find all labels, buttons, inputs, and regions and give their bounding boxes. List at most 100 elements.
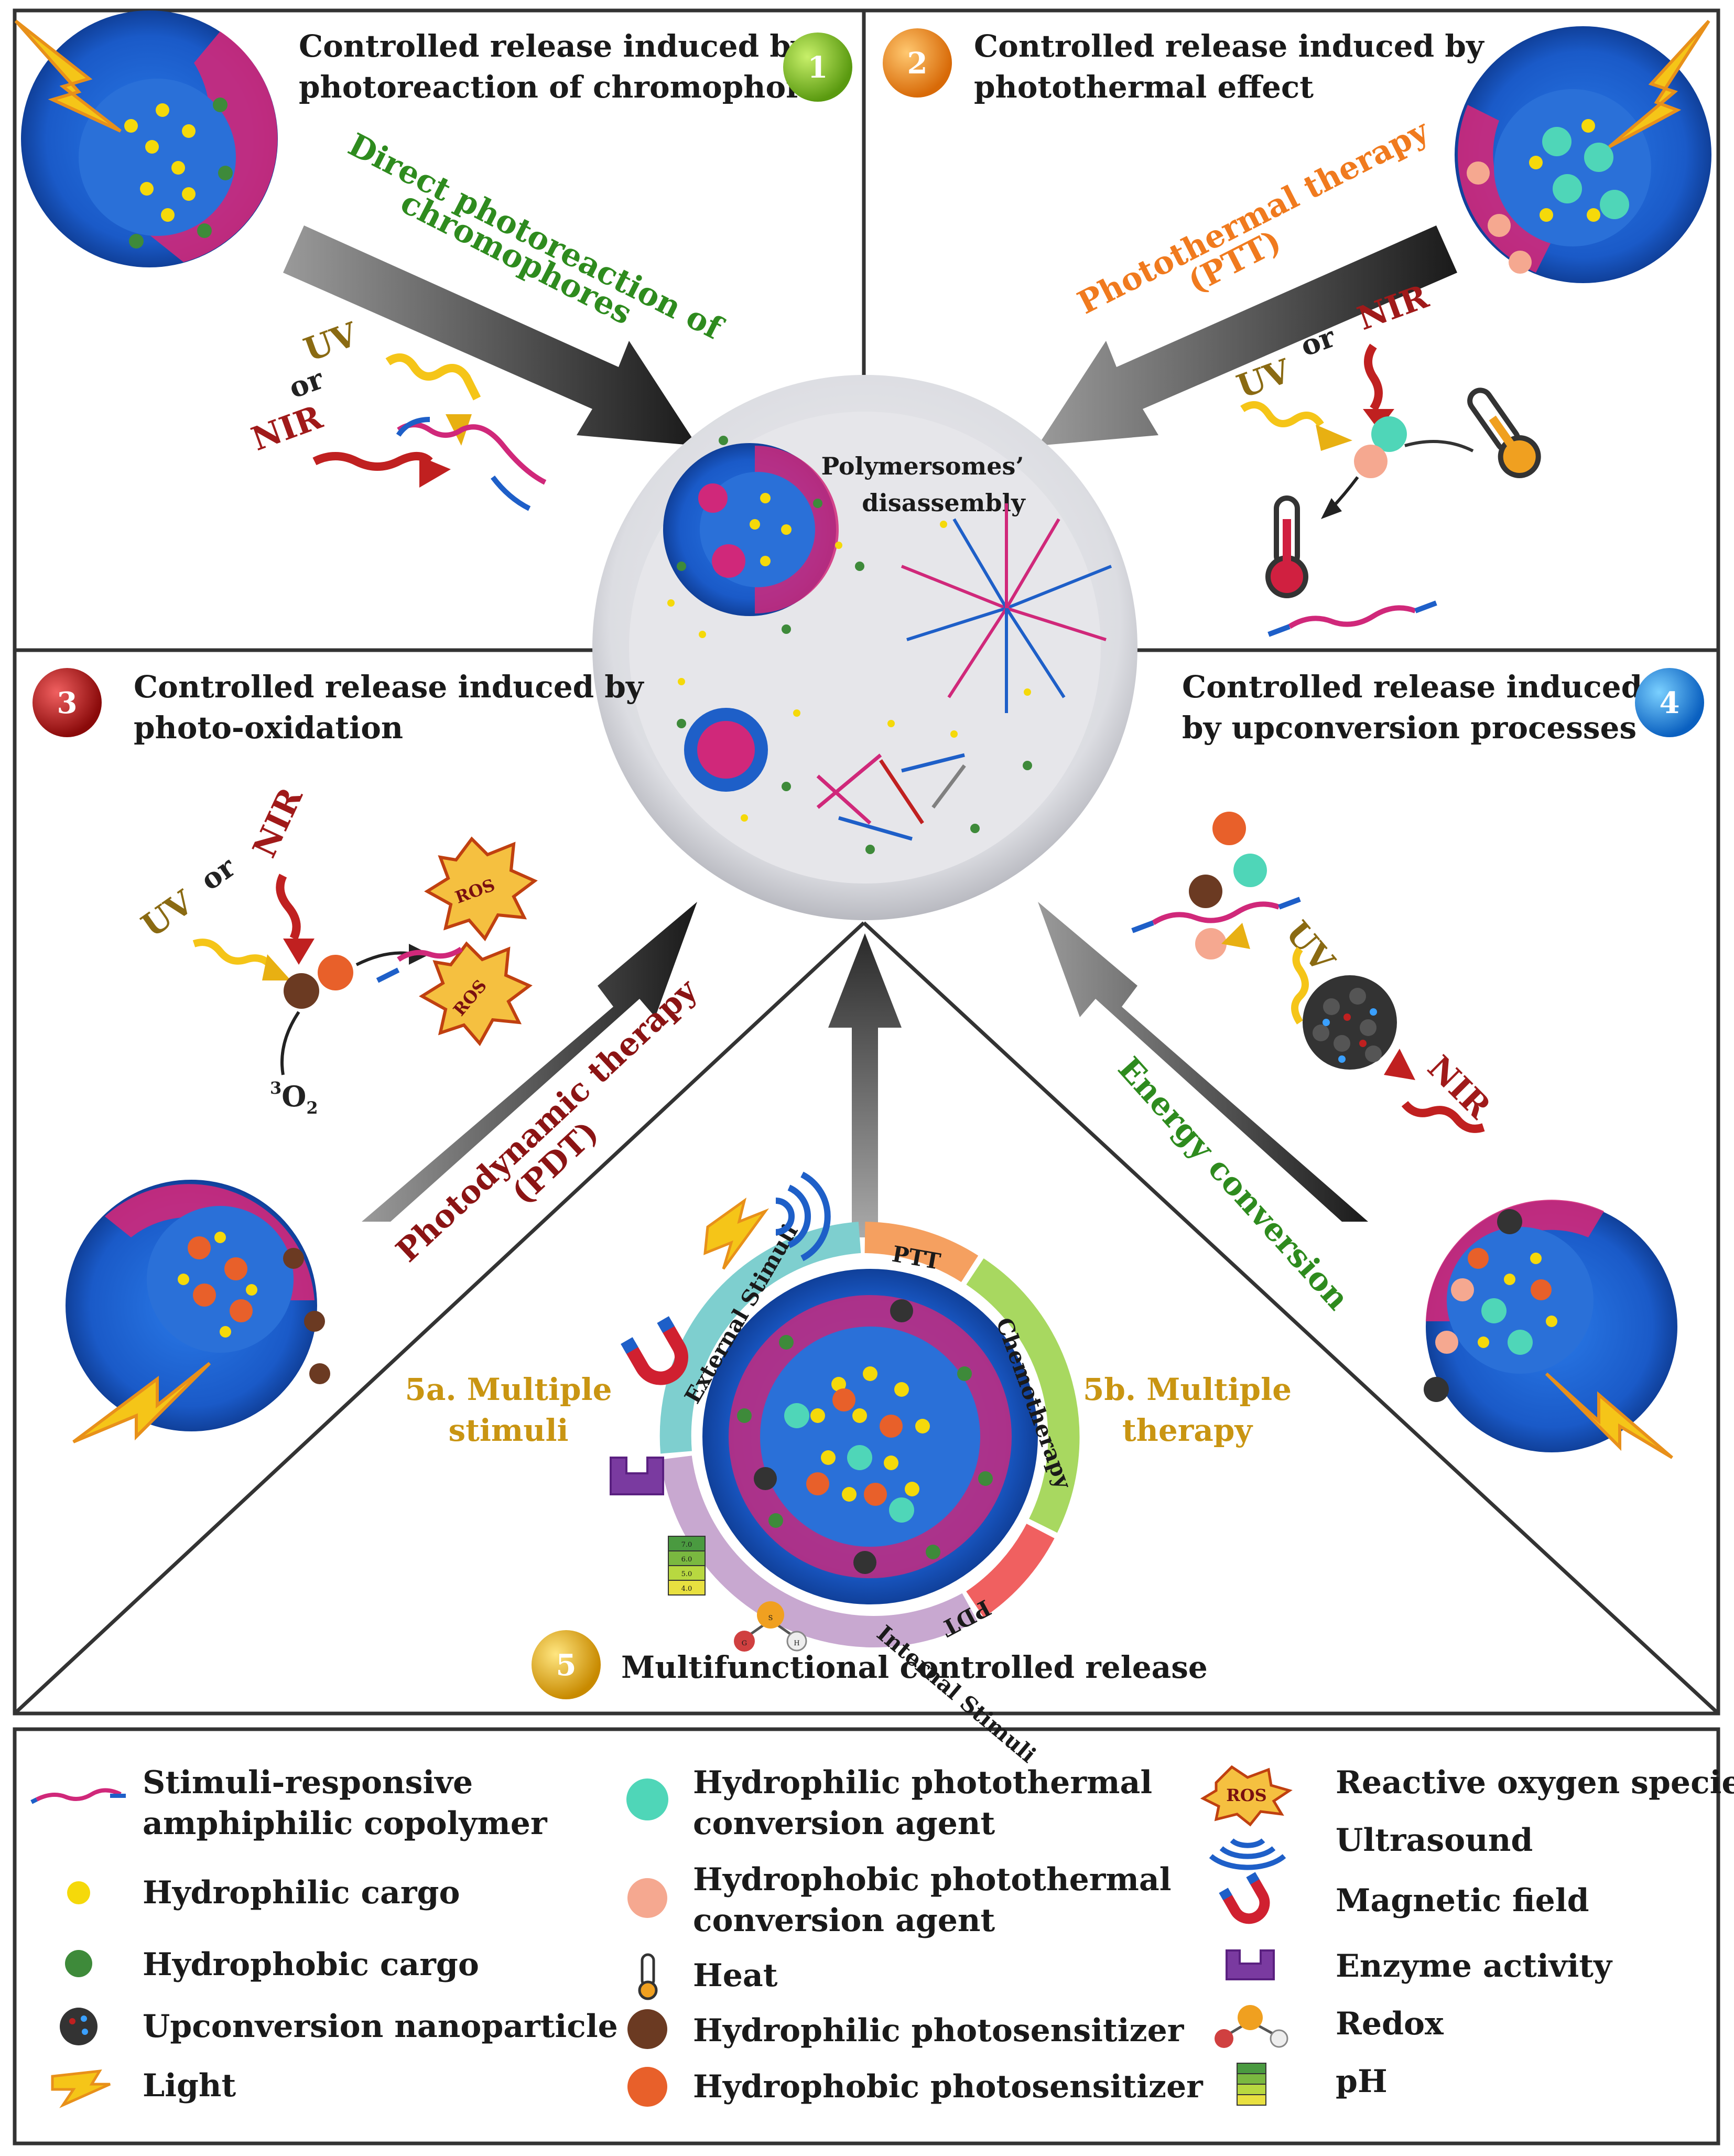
legend-item-copolymer: Stimuli-responsive amphiphilic copolymer <box>30 1764 548 1842</box>
legend-item-magnet: Magnetic field <box>1219 1872 1589 1924</box>
legend-label: Enzyme activity <box>1336 1948 1613 1985</box>
panel-3-title-line1: Controlled release induced by <box>134 669 645 705</box>
ultrasound-icon <box>775 1171 831 1262</box>
hydrophobic-photothermal-agent-icon <box>1354 445 1388 478</box>
legend-label: Hydrophobic photosensitizer <box>693 2068 1204 2105</box>
ph-icon: 7.0 6.0 5.0 4.0 <box>668 1536 706 1596</box>
panel-3: 3 Controlled release induced by photo-ox… <box>32 668 705 1443</box>
center-disassembly: Polymersomes’ disassembly <box>592 375 1137 920</box>
redox-icon <box>1215 2005 1288 2048</box>
redox-icon: G S H <box>734 1601 807 1652</box>
legend-label: Upconversion nanoparticle <box>143 2008 618 2045</box>
polymersome-icon <box>1424 1200 1677 1452</box>
light-icon <box>703 1198 770 1270</box>
panel-4-number-badge: 4 <box>1635 668 1704 737</box>
heat-icon <box>1265 495 1308 598</box>
hydrophobic-photothermal-agent-icon <box>627 1878 667 1918</box>
redox-h: H <box>794 1640 799 1647</box>
hydrophobic-photosensitizer-icon <box>627 2067 667 2107</box>
panel-3-number: 3 <box>57 686 78 720</box>
panel-5-number: 5 <box>556 1648 577 1683</box>
panel-3-nir: NIR <box>245 782 310 864</box>
hydrophobic-photosensitizer-icon <box>1212 812 1246 845</box>
ph-value-4: 4.0 <box>681 1585 692 1593</box>
ros-icon: ROS <box>1200 1765 1293 1827</box>
multifunctional-ring <box>659 1222 1080 1647</box>
legend-item-enzyme: Enzyme activity <box>1226 1948 1613 1985</box>
ros-icon: ROS <box>419 941 533 1047</box>
light-icon <box>51 2069 111 2108</box>
ring-internal-stimuli: Internal Stimuli <box>872 1620 1041 1767</box>
panel-2-number: 2 <box>907 46 928 81</box>
hydrophobic-photosensitizer-icon <box>318 955 353 990</box>
legend-item-heat: Heat <box>638 1953 778 2000</box>
arrow-panel-5 <box>828 933 902 1237</box>
hydrophilic-photosensitizer-icon <box>627 2009 667 2049</box>
panel-1-or: or <box>285 362 328 405</box>
copolymer-icon <box>1288 605 1416 629</box>
legend: Stimuli-responsive amphiphilic copolymer… <box>30 1764 1734 2108</box>
legend-label: Light <box>143 2067 236 2104</box>
magnet-icon <box>621 1316 688 1385</box>
legend-label: Hydrophilic cargo <box>143 1874 460 1911</box>
panel-3-uv: UV <box>135 882 201 945</box>
legend-item-upconversion: Upconversion nanoparticle <box>60 2008 618 2045</box>
panel-2-title-line2: photothermal effect <box>974 69 1314 105</box>
panel-4-title-line2: by upconversion processes <box>1182 710 1637 746</box>
legend-item-redox: Redox <box>1215 2005 1444 2048</box>
legend-label: Heat <box>693 1957 778 1994</box>
enzyme-icon <box>610 1457 664 1495</box>
panel-5-left-line2: stimuli <box>448 1413 568 1448</box>
oxygen-label: 3O2 <box>270 1078 318 1118</box>
panel-4-title-line1: Controlled release induced <box>1182 669 1642 705</box>
panel-5-title: Multifunctional controlled release <box>621 1650 1208 1685</box>
hydrophobic-photothermal-agent-icon <box>1195 928 1227 960</box>
panel-3-number-badge: 3 <box>32 668 102 737</box>
legend-label: Magnetic field <box>1336 1882 1589 1919</box>
center-label-line1: Polymersomes’ <box>821 452 1024 480</box>
legend-label: Stimuli-responsive <box>143 1764 473 1801</box>
panel-4: Controlled release induced by upconversi… <box>1038 668 1704 1459</box>
center-label-line2: disassembly <box>862 489 1026 517</box>
arrow-panel-1 <box>283 225 697 446</box>
copolymer-icon <box>397 422 547 485</box>
legend-label: conversion agent <box>693 1805 995 1842</box>
panel-3-or: or <box>194 850 242 897</box>
nir-wave <box>312 452 433 471</box>
legend-label: Hydrophobic photothermal <box>693 1861 1172 1898</box>
panel-1-title-line2: photoreaction of chromophores <box>299 69 838 105</box>
panel-5-right-line1: 5b. Multiple <box>1083 1372 1292 1407</box>
legend-label: pH <box>1336 2063 1388 2100</box>
legend-item-hydrophilic-ptt: Hydrophilic photothermal conversion agen… <box>626 1764 1152 1842</box>
magnet-icon <box>1219 1872 1270 1924</box>
arrow-panel-2 <box>1038 225 1457 446</box>
legend-item-ultrasound: Ultrasound <box>1209 1822 1533 1870</box>
ph-value-3: 5.0 <box>681 1570 692 1578</box>
legend-item-ros: ROS Reactive oxygen species <box>1200 1764 1734 1827</box>
panel-1-nir: NIR <box>246 397 327 458</box>
panel-4-uv: UV <box>1278 914 1342 980</box>
panel-1-uv: UV <box>299 315 363 369</box>
arrow-panel-3 <box>362 902 697 1222</box>
legend-item-hydrophobic-ps: Hydrophobic photosensitizer <box>627 2067 1204 2107</box>
light-icon <box>72 1362 211 1443</box>
panel-4-number: 4 <box>1660 686 1680 720</box>
light-icon <box>14 19 122 133</box>
panel-5-left-line1: 5a. Multiple <box>405 1372 612 1407</box>
legend-item-hydrophilic-cargo: Hydrophilic cargo <box>67 1874 460 1911</box>
arrow-panel-4 <box>1038 902 1368 1222</box>
ph-value-1: 7.0 <box>681 1541 692 1549</box>
panel-1-number: 1 <box>808 50 828 85</box>
ros-icon: ROS <box>424 836 538 942</box>
redox-g: G <box>742 1640 747 1647</box>
copolymer-icon <box>36 1788 122 1802</box>
legend-label: Ultrasound <box>1336 1822 1533 1859</box>
hydrophilic-photothermal-agent-icon <box>1233 854 1267 887</box>
enzyme-icon <box>1226 1949 1275 1980</box>
panel-2-title-line1: Controlled release induced by <box>974 28 1485 64</box>
legend-label: Hydrophilic photothermal <box>693 1764 1152 1801</box>
ultrasound-icon <box>1209 1838 1286 1870</box>
panel-3-arrow-label-line1: Photodynamic therapy <box>389 972 705 1269</box>
panel-2-number-badge: 2 <box>883 28 952 98</box>
